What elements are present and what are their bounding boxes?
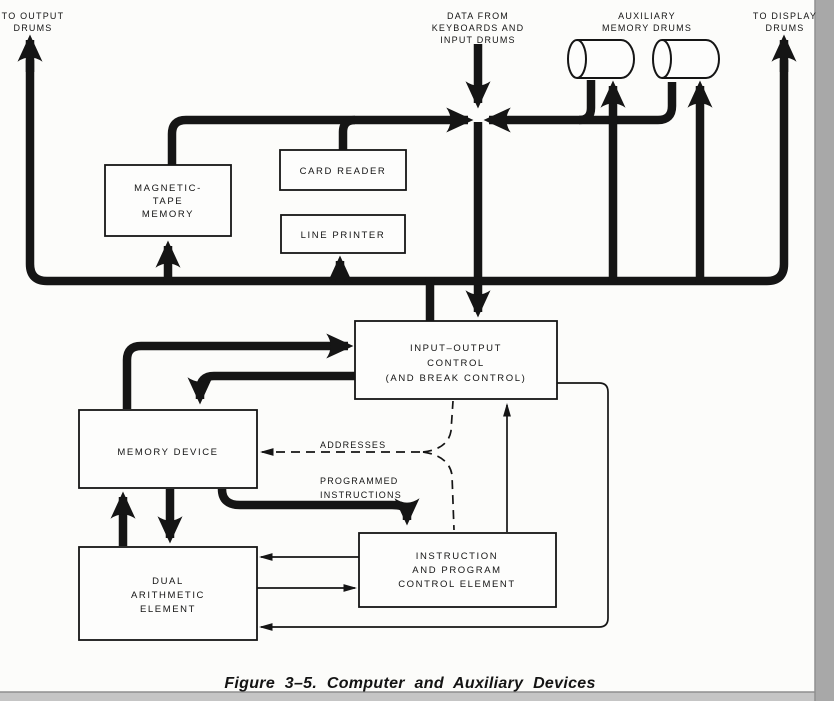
svg-text:PROGRAMMED: PROGRAMMED xyxy=(320,476,399,486)
svg-text:INPUT–OUTPUT: INPUT–OUTPUT xyxy=(410,343,502,354)
svg-text:KEYBOARDS AND: KEYBOARDS AND xyxy=(432,23,525,33)
svg-text:MAGNETIC-: MAGNETIC- xyxy=(134,183,202,194)
line-addresses-fork-instruction xyxy=(422,451,455,531)
line-card-reader-branch xyxy=(338,115,356,152)
svg-text:TO DISPLAY: TO DISPLAY xyxy=(753,11,817,21)
svg-text:DUAL: DUAL xyxy=(152,576,184,587)
label-programmed-instructions: PROGRAMMED INSTRUCTIONS xyxy=(320,476,402,500)
svg-text:ELEMENT: ELEMENT xyxy=(140,604,196,615)
line-output-bus xyxy=(25,60,789,286)
svg-text:ARITHMETIC: ARITHMETIC xyxy=(131,590,205,601)
memory-drum-icon-2 xyxy=(652,39,720,79)
arrow-io-control-to-memory xyxy=(187,371,355,405)
label-to-display-drums: TO DISPLAY DRUMS xyxy=(753,11,817,33)
svg-text:MEMORY DEVICE: MEMORY DEVICE xyxy=(117,447,218,458)
svg-text:CONTROL: CONTROL xyxy=(427,358,485,369)
arrow-io-control-loop-to-dual xyxy=(258,382,609,631)
svg-text:LINE PRINTER: LINE PRINTER xyxy=(301,230,386,241)
svg-text:AUXILIARY: AUXILIARY xyxy=(618,11,676,21)
figure-caption: Figure 3–5. Computer and Auxiliary Devic… xyxy=(224,675,595,692)
line-drum1-output-branch xyxy=(578,80,596,125)
label-addresses: ADDRESSES xyxy=(320,440,386,450)
svg-text:DATA FROM: DATA FROM xyxy=(447,11,509,21)
label-data-from-keyboards: DATA FROM KEYBOARDS AND INPUT DRUMS xyxy=(432,11,525,45)
memory-drum-icon-1 xyxy=(567,39,635,79)
block-dual-arithmetic: DUAL ARITHMETIC ELEMENT xyxy=(78,546,258,641)
arrow-memory-to-io-control xyxy=(122,333,354,409)
block-instruction-control: INSTRUCTION AND PROGRAM CONTROL ELEMENT xyxy=(358,532,557,608)
svg-text:INSTRUCTION: INSTRUCTION xyxy=(416,551,499,562)
block-memory-device: MEMORY DEVICE xyxy=(78,409,258,489)
svg-text:CARD READER: CARD READER xyxy=(300,166,387,177)
scan-margin-bottom xyxy=(0,692,834,701)
block-io-control: INPUT–OUTPUT CONTROL (AND BREAK CONTROL) xyxy=(354,320,558,400)
label-auxiliary-memory-drums: AUXILIARY MEMORY DRUMS xyxy=(602,11,692,33)
svg-text:CONTROL ELEMENT: CONTROL ELEMENT xyxy=(398,579,516,590)
block-line-printer: LINE PRINTER xyxy=(280,214,406,254)
svg-text:(AND BREAK CONTROL): (AND BREAK CONTROL) xyxy=(386,373,527,384)
svg-text:DRUMS: DRUMS xyxy=(14,23,53,33)
block-magnetic-tape-memory: MAGNETIC- TAPE MEMORY xyxy=(104,164,232,237)
label-to-output-drums: TO OUTPUT DRUMS xyxy=(2,11,65,33)
svg-text:INPUT DRUMS: INPUT DRUMS xyxy=(440,35,516,45)
block-card-reader: CARD READER xyxy=(279,149,407,191)
arrow-tape-to-junction xyxy=(167,107,474,167)
svg-text:TAPE: TAPE xyxy=(153,196,184,207)
arrow-programmed-instructions xyxy=(217,488,420,526)
svg-text:AND PROGRAM: AND PROGRAM xyxy=(412,565,501,576)
svg-text:MEMORY: MEMORY xyxy=(142,209,194,220)
svg-text:DRUMS: DRUMS xyxy=(766,23,805,33)
svg-text:TO OUTPUT: TO OUTPUT xyxy=(2,11,65,21)
arrow-drums-to-junction xyxy=(483,82,677,133)
line-addresses-fork-io xyxy=(422,400,454,453)
svg-text:INSTRUCTIONS: INSTRUCTIONS xyxy=(320,490,402,500)
svg-text:MEMORY DRUMS: MEMORY DRUMS xyxy=(602,23,692,33)
scan-margin-right xyxy=(815,0,834,701)
block-label: MAGNETIC- xyxy=(134,183,202,194)
